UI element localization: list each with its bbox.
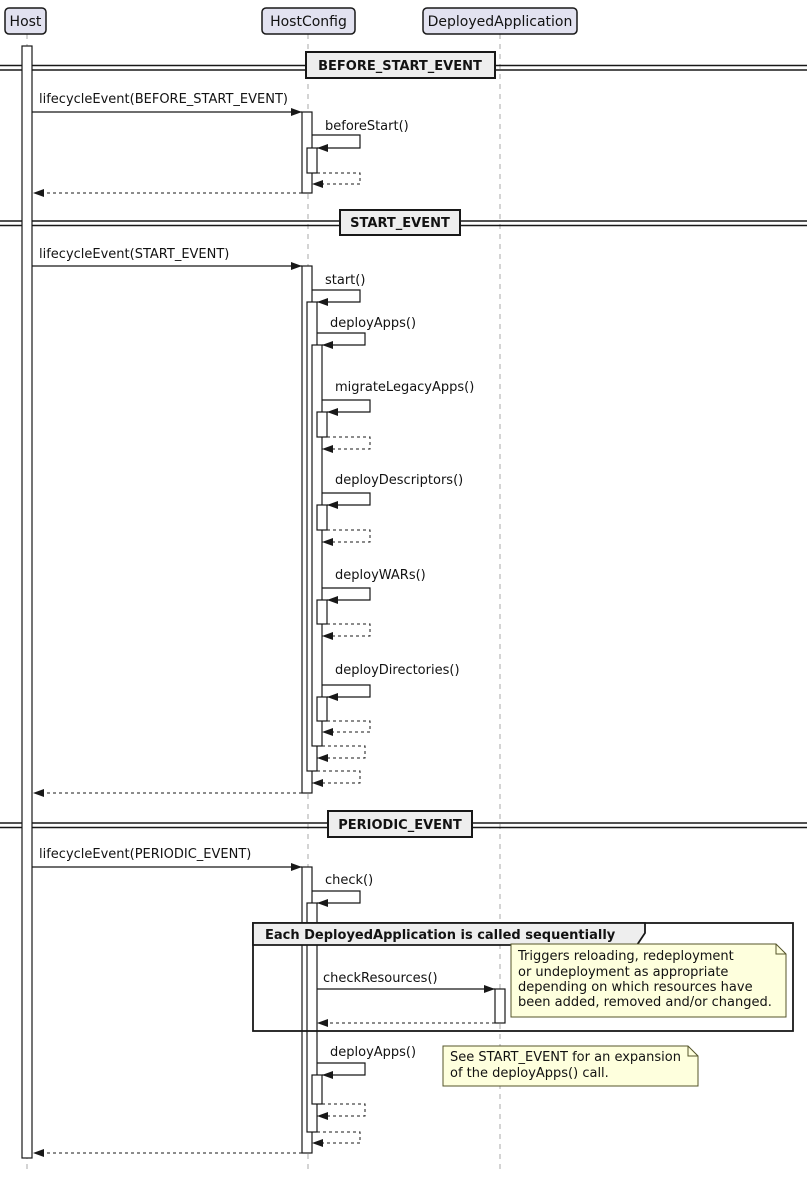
note-fold-icon (687, 1046, 698, 1057)
message-lifecycle-before-start-label: lifecycleEvent(BEFORE_START_EVENT) (39, 92, 288, 107)
note-checkresources-shape (510, 943, 787, 1018)
message-deployapps-label: deployApps() (330, 316, 416, 331)
activation-bar-deploydescriptors (316, 504, 328, 531)
return-deploydirectories-arrow (322, 720, 371, 736)
section-start-event: START_EVENT lifecycleEvent(START_EVENT) … (32, 209, 474, 797)
message-migratelegacyapps-label: migrateLegacyApps() (335, 380, 474, 395)
participant-deployedapplication-label: DeployedApplication (428, 14, 573, 30)
note-deployapps-shape (442, 1045, 699, 1087)
activation-bar-deployapps (311, 344, 323, 747)
section-periodic-event: PERIODIC_EVENT lifecycleEvent(PERIODIC_E… (32, 810, 794, 1157)
participant-deployedapplication-box (422, 7, 578, 35)
message-checkresources-label: checkResources() (323, 971, 438, 986)
return-deploywars-arrow (322, 623, 371, 640)
message-lifecycle-periodic-label: lifecycleEvent(PERIODIC_EVENT) (39, 847, 251, 862)
note-checkresources-line: or undeployment as appropriate (518, 965, 728, 980)
divider-before-start-event-box (305, 51, 496, 79)
lifelines (26, 34, 501, 1172)
activation-bars (21, 45, 506, 1159)
message-deploydirectories-label: deployDirectories() (335, 663, 460, 678)
note-deployapps-line: of the deployApps() call. (450, 1066, 609, 1081)
participant-host-box (4, 7, 47, 35)
message-deploydescriptors-label: deployDescriptors() (335, 473, 463, 488)
note-checkresources-line: Triggers reloading, redeployment (517, 949, 734, 964)
message-deploywars-label: deployWARs() (335, 568, 426, 583)
note-deployapps: See START_EVENT for an expansion of the … (442, 1045, 699, 1087)
activation-bar-deploydirectories (316, 696, 328, 722)
divider-start-event-label: START_EVENT (350, 216, 450, 231)
activation-bar-deployapps-periodic (311, 1074, 323, 1105)
message-start-arrow (312, 289, 361, 306)
activation-bar-beforestart (306, 147, 318, 174)
note-checkresources-line: depending on which resources have (518, 980, 753, 995)
divider-start-event-box (339, 209, 461, 236)
message-deployapps-periodic-arrow (317, 1062, 366, 1079)
divider-before-start-event: BEFORE_START_EVENT (305, 51, 496, 79)
participant-hostconfig: HostConfig (261, 7, 356, 35)
divider-periodic-event-box (327, 810, 473, 838)
return-start-arrow (312, 770, 361, 787)
message-check-label: check() (325, 873, 373, 888)
message-deploywars-arrow (322, 587, 371, 604)
message-deploydirectories-arrow (322, 684, 371, 701)
message-beforestart-label: beforeStart() (325, 119, 409, 134)
group-sequential: Each DeployedApplication is called seque… (252, 922, 794, 1032)
return-deployapps-periodic-arrow (317, 1103, 366, 1120)
divider-before-start-event-label: BEFORE_START_EVENT (318, 59, 482, 74)
activation-bar-check (306, 902, 318, 1133)
message-beforestart-arrow (312, 134, 361, 152)
divider-periodic-event: PERIODIC_EVENT (327, 810, 473, 838)
message-check-arrow (312, 890, 361, 907)
activation-bar-host (21, 45, 33, 1159)
return-deployapps-arrow (317, 745, 366, 762)
participant-host-label: Host (10, 14, 42, 30)
return-beforestart-arrow (312, 172, 361, 188)
note-fold-icon (775, 944, 786, 955)
group-sequential-label: Each DeployedApplication is called seque… (265, 928, 616, 943)
message-migratelegacyapps-arrow (322, 399, 371, 416)
return-migratelegacyapps-arrow (322, 436, 371, 453)
message-deployapps-periodic-label: deployApps() (330, 1045, 416, 1060)
divider-start-event: START_EVENT (339, 209, 461, 236)
return-check-arrow (312, 1131, 361, 1147)
section-before-start-event: BEFORE_START_EVENT lifecycleEvent(BEFORE… (32, 51, 496, 197)
participant-deployedapplication: DeployedApplication (422, 7, 578, 35)
activation-bar-migratelegacyapps (316, 411, 328, 438)
participant-hostconfig-box (261, 7, 356, 35)
note-checkresources: Triggers reloading, redeployment or unde… (510, 943, 787, 1018)
activation-bar-deployedapplication (494, 988, 506, 1024)
message-deploydescriptors-arrow (322, 492, 371, 509)
divider-lines (0, 64, 807, 829)
participant-host: Host (4, 7, 47, 35)
activation-bar-deploywars (316, 599, 328, 625)
message-lifecycle-start-label: lifecycleEvent(START_EVENT) (39, 247, 229, 262)
divider-periodic-event-label: PERIODIC_EVENT (338, 818, 462, 833)
participant-hostconfig-label: HostConfig (270, 14, 347, 30)
message-deployapps-arrow (317, 332, 366, 349)
return-deploydescriptors-arrow (322, 529, 371, 546)
group-sequential-header (252, 922, 646, 946)
participants: Host HostConfig DeployedApplication (4, 7, 578, 35)
note-checkresources-line: been added, removed and/or changed. (518, 995, 772, 1010)
note-deployapps-line: See START_EVENT for an expansion (450, 1050, 681, 1065)
message-start-label: start() (325, 273, 365, 288)
